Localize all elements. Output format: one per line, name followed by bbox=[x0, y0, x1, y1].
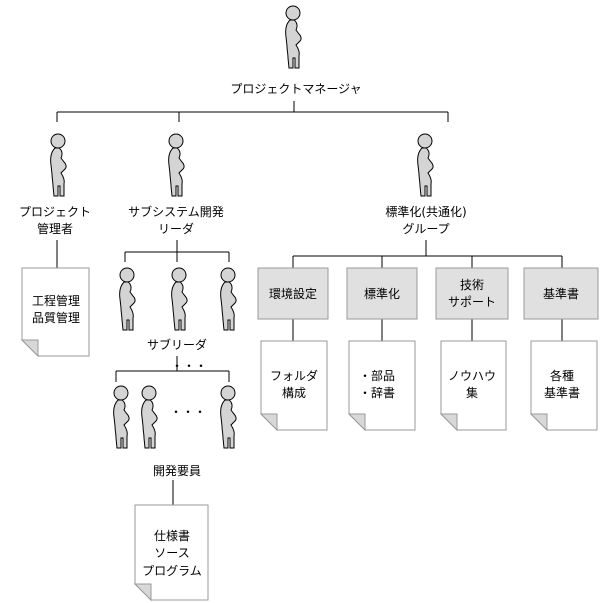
std-doc-folder: フォルダ 構成 bbox=[259, 340, 328, 432]
developer-document-line2: ソース bbox=[154, 546, 189, 560]
std-doc-criteria: 各種 基準書 bbox=[529, 340, 598, 432]
subleader-dots: ・・・ bbox=[171, 359, 207, 373]
standardization-group-figure bbox=[417, 133, 434, 197]
pm-document-line2: 品質管理 bbox=[32, 310, 80, 325]
subsystem-leader-label-line1: サブシステム開発 bbox=[128, 204, 224, 219]
subsystem-leader-label-line2: リーダ bbox=[158, 221, 194, 236]
pm-document: 工程管理 品質管理 bbox=[20, 267, 90, 358]
std-doc-knowhow-line1: ノウハウ bbox=[448, 369, 496, 383]
standardization-group-label-line2: グループ bbox=[402, 222, 449, 236]
subsystem-leader-figure bbox=[168, 133, 185, 197]
subleader-label: サブリーダ bbox=[147, 337, 207, 352]
project-manager-figure bbox=[285, 5, 302, 69]
std-doc-criteria-line1: 各種 bbox=[550, 368, 574, 383]
standardization-group-label-line1: 標準化(共通化) bbox=[385, 204, 466, 219]
std-box-standardization: 標準化 bbox=[346, 267, 418, 320]
std-box-criteria: 基準書 bbox=[523, 267, 599, 320]
std-doc-folder-line2: 構成 bbox=[282, 386, 306, 400]
std-doc-folder-line1: フォルダ bbox=[270, 368, 318, 383]
std-box-criteria-label: 基準書 bbox=[543, 286, 579, 301]
pm-role-figure bbox=[50, 133, 67, 197]
subleader-figure-3 bbox=[220, 267, 237, 331]
connectors bbox=[56, 101, 563, 505]
developer-document: 仕様書 ソース プログラム bbox=[133, 504, 209, 602]
developer-figure-2 bbox=[141, 385, 158, 449]
std-box-tech-support-label-line1: 技術 bbox=[460, 278, 484, 292]
std-doc-parts-line1: ・部品 bbox=[359, 368, 395, 383]
pm-role-label-line1: プロジェクト bbox=[19, 205, 91, 219]
std-box-environment: 環境設定 bbox=[257, 267, 329, 320]
project-manager-label: プロジェクトマネージャ bbox=[230, 82, 361, 96]
subleader-figure-1 bbox=[119, 267, 136, 331]
std-box-standardization-label: 標準化 bbox=[364, 286, 400, 301]
std-doc-knowhow-line2: 集 bbox=[466, 385, 478, 400]
std-doc-parts: ・部品 ・辞書 bbox=[347, 340, 416, 432]
developer-document-line3: プログラム bbox=[142, 564, 202, 578]
developer-document-line1: 仕様書 bbox=[154, 529, 190, 543]
std-doc-criteria-line2: 基準書 bbox=[544, 385, 580, 400]
pm-role-label-line2: 管理者 bbox=[37, 221, 73, 236]
developers-label: 開発要員 bbox=[153, 464, 201, 478]
std-doc-knowhow: ノウハウ 集 bbox=[439, 340, 507, 432]
developer-figure-1 bbox=[113, 385, 130, 449]
std-box-tech-support: 技術 サポート bbox=[435, 267, 509, 320]
developer-dots: ・・・ bbox=[170, 405, 206, 419]
subleader-figure-2 bbox=[171, 267, 188, 331]
pm-document-line1: 工程管理 bbox=[32, 293, 80, 308]
developer-figure-3 bbox=[220, 385, 237, 449]
std-box-tech-support-label-line2: サポート bbox=[448, 295, 496, 309]
std-doc-parts-line2: ・辞書 bbox=[359, 385, 395, 400]
std-box-environment-label: 環境設定 bbox=[269, 286, 317, 301]
